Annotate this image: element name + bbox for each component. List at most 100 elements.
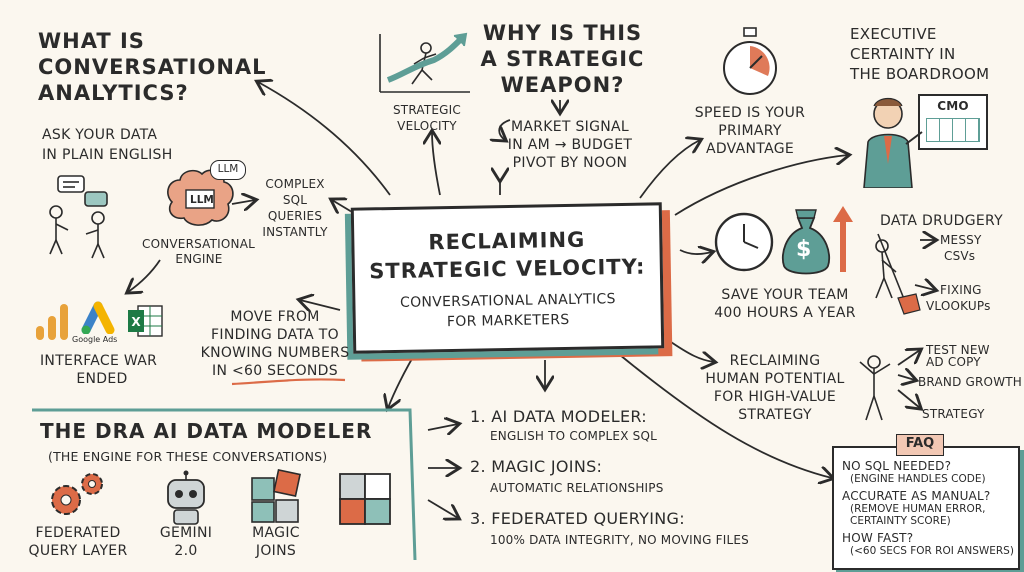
speed-line-1: SPEED IS YOUR [694,105,806,121]
speed-line-3: ADVANTAGE [705,141,795,157]
celebrating-person-icon [859,355,891,421]
robot-icon [167,470,205,525]
velocity-label-1: STRATEGIC [392,103,461,117]
sql-line-2: SQL [282,193,308,207]
people-talking-icon [49,175,108,259]
human-line-1: RECLAIMING [729,353,821,369]
fixing-2: VLOOKUPs [926,299,991,313]
why-title-3: WEAPON? [500,73,625,97]
clock-icon [714,212,774,272]
list-item-1-desc: ENGLISH TO COMPLEX SQL [490,429,657,443]
drudgery-title: DATA DRUDGERY [880,213,1004,229]
save-line-1: SAVE YOUR TEAM [721,287,849,303]
cmo-board: CMO [918,94,988,150]
branch-1b: AD COPY [926,355,981,369]
executive-person-icon [863,97,923,188]
human-line-3: FOR HIGH-VALUE [713,389,837,405]
gemini-label-2: 2.0 [174,543,198,559]
bar-chart-logo-icon [36,304,68,340]
save-line-2: 400 HOURS A YEAR [714,305,856,321]
branch-3: STRATEGY [922,407,985,421]
what-title-3: ANALYTICS? [38,81,189,105]
why-title-1: WHY IS THIS [482,21,643,45]
center-subtitle-1: CONVERSATIONAL ANALYTICS [399,291,616,311]
modeler-title: THE DRA AI DATA MODELER [40,419,373,443]
stopwatch-icon [723,27,777,95]
what-title-2: CONVERSATIONAL [38,55,267,79]
exec-line-3: THE BOARDROOM [850,65,990,83]
interface-war-2: ENDED [76,371,128,387]
gears-icon [51,473,103,515]
exec-line-1: EXECUTIVE [850,25,937,43]
ask-data-1: ASK YOUR DATA [42,127,158,143]
list-item-2-desc: AUTOMATIC RELATIONSHIPS [490,481,664,495]
move-line-3: KNOWING NUMBERS [200,345,350,361]
move-line-1: MOVE FROM [230,309,320,325]
list-item-3-desc: 100% DATA INTEGRITY, NO MOVING FILES [490,533,749,547]
messy-2: CSVs [944,249,976,263]
branch-1a: TEST NEW [926,343,990,357]
center-title-2: STRATEGIC VELOCITY: [369,254,646,284]
velocity-graph-icon [379,32,470,93]
list-item-2-title: 2. MAGIC JOINS: [470,457,603,476]
faq-box: FAQ NO SQL NEEDED? (ENGINE HANDLES CODE)… [832,434,1020,570]
faq-tab-label: FAQ [905,436,935,451]
human-line-2: HUMAN POTENTIAL [705,371,845,387]
faq-a3: (<60 SECS FOR ROI ANSWERS) [850,545,1014,557]
google-ads-label: Google Ads [72,335,118,344]
why-signal-1: MARKET SIGNAL [510,119,630,135]
google-ads-icon [81,301,115,334]
brain-icon [167,169,234,226]
velocity-label-2: VELOCITY [397,119,457,133]
llm-bubble-label: LLM [217,163,239,175]
interface-war-1: INTERFACE WAR [40,353,158,369]
move-line-4: IN <60 SECONDS [212,363,338,379]
list-item-1-title: 1. AI DATA MODELER: [470,407,647,426]
sql-line-1: COMPLEX [265,177,325,191]
human-line-4: STRATEGY [738,407,812,423]
cmo-label: CMO [937,99,969,113]
dollar-sign: $ [796,237,812,262]
ask-data-2: IN PLAIN ENGLISH [42,147,173,163]
growth-arrow-icon [833,206,853,272]
faq-a1: (ENGINE HANDLES CODE) [850,473,986,485]
messy-1: MESSY [940,233,982,247]
engine-label-1: CONVERSATIONAL [142,237,256,251]
federated-label-1: FEDERATED [35,525,121,541]
speed-line-2: PRIMARY [718,123,782,139]
list-item-3-title: 3. FEDERATED QUERYING: [470,509,685,528]
exec-line-2: CERTAINTY IN [850,45,956,63]
faq-q1: NO SQL NEEDED? [842,459,952,473]
magic-joins-label-2: JOINS [255,543,297,559]
gemini-label-1: GEMINI [159,525,213,541]
llm-bubble: LLM [210,160,246,180]
puzzle-pieces-icon [251,469,301,523]
sql-line-3: QUERIES [267,209,323,223]
money-bag-icon [781,209,831,275]
engine-label-2: ENGINE [175,252,223,266]
excel-icon: X [128,305,163,337]
svg-text:X: X [131,315,141,329]
fixing-1: FIXING [940,283,982,297]
faq-a2b: CERTAINTY SCORE) [850,515,951,527]
llm-chip-label: LLM [190,194,214,206]
cmo-grid [926,118,980,142]
faq-tab: FAQ [896,434,944,456]
sweeping-person-icon [875,233,921,315]
branch-2: BRAND GROWTH [918,375,1023,389]
why-signal-3: PIVOT BY NOON [512,155,628,171]
move-line-2: FINDING DATA TO [211,327,339,343]
center-subtitle-2: FOR MARKETERS [446,311,570,331]
why-signal-2: IN AM → BUDGET [507,137,633,153]
what-title-1: WHAT IS [38,29,145,53]
center-title-1: RECLAIMING [428,227,586,255]
sql-line-4: INSTANTLY [262,225,328,239]
faq-q3: HOW FAST? [842,531,914,545]
why-title-2: A STRATEGIC [480,47,645,71]
modeler-subtitle: (THE ENGINE FOR THESE CONVERSATIONS) [48,449,328,464]
center-title-box: RECLAIMING STRATEGIC VELOCITY: CONVERSAT… [350,202,665,354]
faq-a2a: (REMOVE HUMAN ERROR, [850,503,986,515]
faq-q2: ACCURATE AS MANUAL? [842,489,991,503]
magic-joins-label-1: MAGIC [252,525,300,541]
